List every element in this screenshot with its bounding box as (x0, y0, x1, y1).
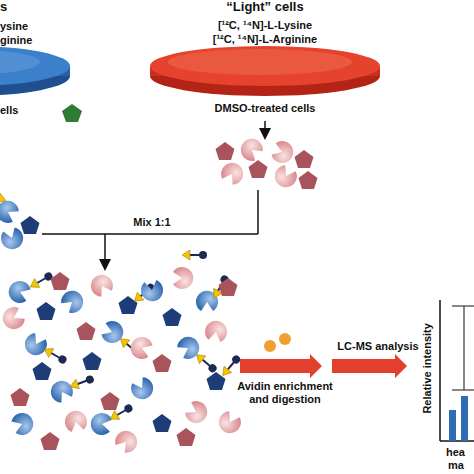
art-shape (10, 410, 37, 438)
art-shape (89, 411, 113, 436)
dish-text: ginine (0, 34, 60, 47)
heavy-dish (0, 0, 140, 130)
art-shape (0, 46, 70, 86)
art-shape (452, 306, 474, 307)
light-lysate-proteins (216, 134, 318, 191)
art-shape (332, 354, 407, 378)
art-shape (295, 150, 314, 168)
art-shape (42, 345, 69, 366)
art-shape (236, 134, 266, 164)
art-shape (87, 271, 116, 300)
art-shape (21, 331, 50, 360)
axis-title: Relative intensity (421, 313, 434, 423)
art-shape (63, 409, 88, 433)
art-shape (264, 340, 276, 352)
light-lysate-arrow (265, 121, 266, 137)
art-shape (28, 270, 55, 291)
art-shape (449, 410, 456, 441)
dish-text: DMSO-treated cells (145, 102, 385, 115)
art-shape (153, 354, 172, 372)
heavy-lysate-proteins (0, 187, 39, 252)
art-shape (0, 49, 40, 75)
art-shape (0, 304, 27, 333)
art-shape (216, 142, 235, 160)
art-shape (452, 390, 474, 391)
art-shape (193, 351, 219, 375)
art-shape (6, 278, 33, 306)
art-shape (41, 432, 60, 450)
art-shape (11, 388, 30, 406)
art-shape (163, 308, 182, 326)
art-shape (204, 319, 229, 343)
art-shape (140, 279, 165, 303)
art-shape (0, 187, 8, 205)
art-shape (464, 306, 465, 390)
art-shape (47, 377, 76, 406)
art-shape (215, 409, 244, 438)
art-shape (83, 352, 102, 370)
art-shape (177, 428, 196, 446)
art-shape (104, 234, 106, 268)
art-shape (101, 392, 120, 410)
art-shape (37, 302, 56, 320)
art-shape (168, 49, 352, 75)
art-shape (0, 226, 26, 253)
step-label: Avidin enrichment and digestion (232, 380, 338, 405)
art-shape (299, 171, 318, 189)
art-shape (271, 163, 300, 192)
art-shape (173, 267, 193, 289)
art-shape (257, 190, 259, 234)
art-shape (270, 139, 297, 167)
art-shape (119, 296, 138, 314)
mixed-proteins (0, 267, 244, 456)
ms-spectrum (440, 300, 474, 441)
art-shape (219, 353, 243, 379)
mix-lines (42, 190, 258, 268)
art-shape (218, 159, 247, 188)
art-shape (249, 160, 268, 178)
art-shape (77, 322, 96, 340)
dish-text: [¹²C, ¹⁴N]-L-Lysine (145, 19, 385, 32)
step-label: LC-MS analysis (322, 340, 434, 353)
art-shape (112, 426, 142, 456)
art-shape (128, 375, 157, 404)
axis-tick-label: ma (448, 459, 474, 472)
art-shape (219, 278, 238, 296)
art-shape (21, 216, 40, 234)
art-shape (461, 396, 468, 441)
light-cells-dish: “Light” cells [¹²C, ¹⁴N]-L-Lysine[¹²C, ¹⁴… (145, 0, 385, 125)
dish-text: ysine (0, 20, 60, 33)
art-shape (153, 414, 172, 432)
art-shape (150, 46, 380, 86)
art-shape (33, 362, 52, 380)
process-arrows (240, 333, 407, 378)
art-shape (62, 104, 82, 122)
dish-text: s (0, 0, 40, 15)
step-label: Mix 1:1 (112, 216, 192, 229)
art-shape (240, 354, 322, 378)
art-shape (68, 373, 95, 391)
art-shape (51, 272, 70, 290)
axis-tick-label: hea (446, 446, 474, 459)
art-shape (183, 398, 212, 427)
art-shape (279, 333, 291, 345)
art-shape (128, 334, 155, 362)
art-shape (440, 440, 474, 442)
heavy-cells-dish: s ysineginine ells (0, 0, 140, 130)
art-shape (182, 250, 207, 260)
art-shape (439, 300, 441, 441)
dish-text: [¹²C, ¹⁴N]-L-Arginine (145, 33, 385, 46)
art-shape (108, 402, 135, 423)
dish-title: “Light” cells (145, 0, 385, 15)
art-shape (42, 233, 258, 235)
dish-text: ells (0, 104, 60, 117)
art-shape (58, 286, 88, 316)
art-shape (264, 121, 266, 137)
